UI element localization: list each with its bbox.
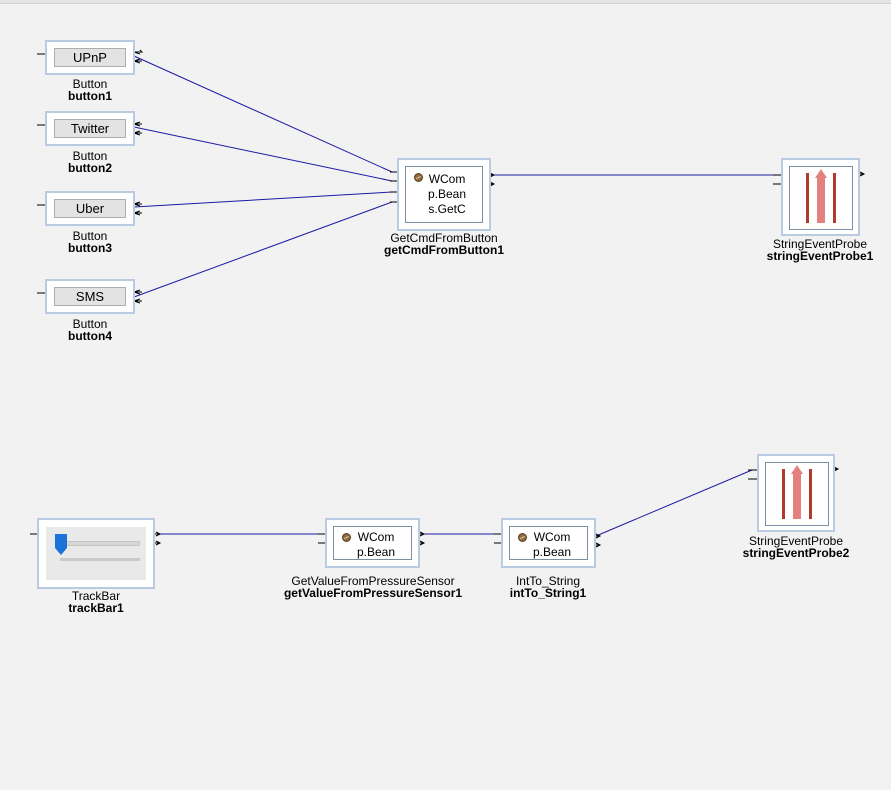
getvalue-inner: WCom p.Bean (333, 526, 412, 560)
button3-caption: Button button3 (45, 230, 135, 254)
getvalue-label: WCom p.Bean (357, 530, 395, 560)
button4-caption: Button button4 (45, 318, 135, 342)
component-type: IntTo_String (515, 574, 581, 588)
button1-component[interactable]: UPnP (45, 40, 135, 75)
button2-face[interactable]: Twitter (54, 119, 126, 138)
bean-line: WCom (533, 530, 571, 544)
getcmd-caption: GetCmdFromButton getCmdFromButton1 (364, 232, 524, 256)
stringeventprobe1-component[interactable] (781, 158, 860, 236)
probe2-caption: StringEventProbe stringEventProbe2 (721, 535, 871, 559)
getvalue-caption: GetValueFromPressureSensor getValueFromP… (262, 575, 484, 599)
getcmd-label: WCom p.Bean s.GetC (428, 172, 466, 217)
button1-face[interactable]: UPnP (54, 48, 126, 67)
component-name: getValueFromPressureSensor1 (283, 586, 463, 600)
button1-caption: Button button1 (45, 78, 135, 102)
trackbar-component[interactable] (37, 518, 155, 589)
component-name: stringEventProbe1 (766, 249, 874, 263)
component-type: TrackBar (71, 589, 121, 603)
component-name: button3 (68, 241, 112, 255)
button3-face[interactable]: Uber (54, 199, 126, 218)
java-bean-icon (414, 173, 423, 182)
intto-string-component[interactable]: WCom p.Bean (501, 518, 596, 568)
getcmd-inner: WCom p.Bean s.GetC (405, 166, 483, 223)
getcmdfrombutton-component[interactable]: WCom p.Bean s.GetC (397, 158, 491, 231)
bean-line: p.Bean (357, 545, 396, 559)
port-stubs (30, 49, 866, 548)
bean-line: WCom (357, 530, 395, 544)
component-name: stringEventProbe2 (742, 546, 850, 560)
component-type: Button (72, 317, 108, 331)
component-type: Button (72, 229, 108, 243)
component-name: button1 (68, 89, 112, 103)
component-type: GetValueFromPressureSensor (291, 574, 455, 588)
wire-intto-to-probe2 (595, 469, 753, 537)
trackbar-caption: TrackBar trackBar1 (37, 590, 155, 614)
java-bean-icon (518, 533, 527, 542)
component-name: trackBar1 (68, 601, 124, 615)
probe-arrow-icon (806, 169, 836, 223)
intto-caption: IntTo_String intTo_String1 (478, 575, 618, 599)
component-type: StringEventProbe (772, 237, 868, 251)
component-type: Button (72, 77, 108, 91)
button4-face[interactable]: SMS (54, 287, 126, 306)
button2-component[interactable]: Twitter (45, 111, 135, 146)
bean-line: s.GetC (428, 202, 466, 216)
component-name: button2 (68, 161, 112, 175)
bean-line: p.Bean (533, 545, 572, 559)
component-name: button4 (68, 329, 112, 343)
wire-button2-to-getcmd (133, 126, 393, 182)
button2-caption: Button button2 (45, 150, 135, 174)
component-name: getCmdFromButton1 (384, 243, 504, 257)
wire-button3-to-getcmd (133, 191, 393, 208)
probe-arrow-icon (782, 465, 812, 519)
component-name: intTo_String1 (509, 586, 587, 600)
component-type: Button (72, 149, 108, 163)
probe2-display (765, 462, 829, 526)
wire-button1-to-getcmd (133, 55, 393, 173)
stringeventprobe2-component[interactable] (757, 454, 835, 532)
trackbar-ticks (60, 558, 140, 561)
slider-thumb-icon[interactable] (55, 534, 67, 556)
intto-label: WCom p.Bean (533, 530, 571, 560)
probe1-caption: StringEventProbe stringEventProbe1 (745, 238, 891, 262)
intto-inner: WCom p.Bean (509, 526, 588, 560)
button4-component[interactable]: SMS (45, 279, 135, 314)
probe1-display (789, 166, 853, 230)
java-bean-icon (342, 533, 351, 542)
getvaluefrompressuresensor-component[interactable]: WCom p.Bean (325, 518, 420, 568)
component-type: GetCmdFromButton (390, 231, 498, 245)
component-type: StringEventProbe (748, 534, 844, 548)
trackbar-rail (60, 541, 140, 546)
wire-button4-to-getcmd (133, 201, 393, 298)
bean-line: WCom (428, 172, 466, 186)
canvas-top-border (0, 0, 891, 4)
trackbar-area (46, 527, 146, 580)
button3-component[interactable]: Uber (45, 191, 135, 226)
bean-line: p.Bean (428, 187, 467, 201)
